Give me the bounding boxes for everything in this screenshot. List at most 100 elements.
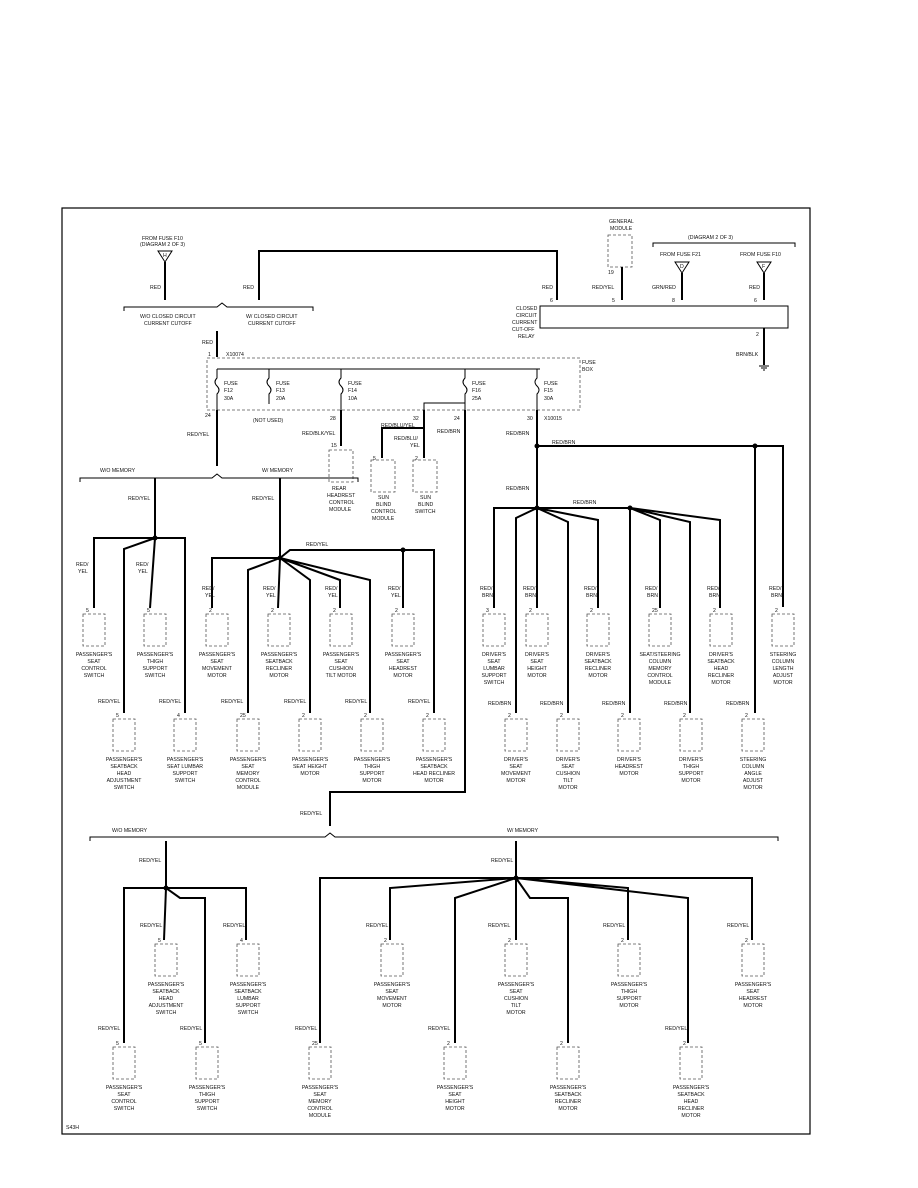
wire-r2-10: RED/BRN xyxy=(664,701,688,707)
row1-component-label-line: PASSENGER'S xyxy=(76,652,113,658)
row1-component-label-line: THIGH xyxy=(147,659,163,665)
brace-wo-ccco xyxy=(123,302,314,311)
row3-component-pin-3: 2 xyxy=(384,938,387,944)
row3-component-label-line: SWITCH xyxy=(156,1010,177,1016)
fuse-f14-id: F14 xyxy=(348,388,357,394)
rear-headrest-control-module: 15 REAR HEADREST CONTROL MODULE xyxy=(327,443,356,513)
row3-component-box-5 xyxy=(617,943,641,977)
row4-component-label-line: THIGH xyxy=(199,1092,215,1098)
splice-headrest xyxy=(400,547,406,553)
sun-blind-sw-pin: 2 xyxy=(415,456,418,462)
row2-component-pin-7: 2 xyxy=(508,713,511,719)
source-fuse-f10-ref: (DIAGRAM 2 OF 3) xyxy=(140,242,185,248)
row3-component-label-line: PASSENGER'S xyxy=(611,982,648,988)
row3-component-pin-6: 2 xyxy=(745,938,748,944)
fuse-f16-icon xyxy=(462,369,468,410)
wire-w-mem-bottom-label: RED/YEL xyxy=(491,858,513,864)
row1-component-label-line: MOTOR xyxy=(588,673,607,679)
wire-r4-2: RED/YEL xyxy=(180,1026,202,1032)
row4-component-label-line: MOTOR xyxy=(558,1106,577,1112)
row4-component-label-line: PASSENGER'S xyxy=(106,1085,143,1091)
wire-r2-1: RED/YEL xyxy=(98,699,120,705)
row3-component-label-line: MOTOR xyxy=(382,1003,401,1009)
row4-component-label-line: SEAT xyxy=(448,1092,462,1098)
row2-component-box-1 xyxy=(112,718,136,752)
row1-component-label-line: SEAT xyxy=(210,659,224,665)
relay-pin-2: 5 xyxy=(612,298,615,304)
row2-component-pin-6: 2 xyxy=(426,713,429,719)
branch-wo-memory-bottom: W/O MEMORY xyxy=(112,828,148,834)
row3-component-label-line: SEAT xyxy=(746,989,760,995)
row1-component-pin-8: 2 xyxy=(529,608,532,614)
wire-ry-1a: RED/ xyxy=(76,562,89,568)
fuse-not-used: (NOT USED) xyxy=(253,418,283,424)
sun-blind-sw-box xyxy=(412,459,438,493)
row1-component-pin-1: 5 xyxy=(86,608,89,614)
row1-component-pin-11: 2 xyxy=(713,608,716,614)
row1-component-label-line: COLUMN xyxy=(649,659,672,665)
fuse-f13-name: FUSE xyxy=(276,381,290,387)
row2-component-label-line: PASSENGER'S xyxy=(167,757,204,763)
row2-component-box-11 xyxy=(741,718,765,752)
closed-circuit-relay: CLOSED CIRCUIT CURRENT CUT-OFF RELAY 2 B… xyxy=(512,305,789,371)
row2-component-label-line: PASSENGER'S xyxy=(416,757,453,763)
row3-component-label-line: MOTOR xyxy=(506,1010,525,1016)
row4-component-box-2 xyxy=(195,1046,219,1080)
brace-diagram-ref xyxy=(652,242,796,247)
row2-component-pin-2: 4 xyxy=(177,713,180,719)
row1-component-label-line: MOTOR xyxy=(207,673,226,679)
wire-wo-mem-top-label: RED/YEL xyxy=(128,496,150,502)
wire-rb-3b: BRN xyxy=(586,593,597,599)
row2-component-pin-8: 2 xyxy=(560,713,563,719)
row4-component-label-line: SEATBACK xyxy=(677,1092,705,1098)
row1-component-label-line: SUPPORT xyxy=(482,673,508,679)
sun-blind-cm-label-1: SUN xyxy=(378,495,389,501)
row1-component-pin-7: 3 xyxy=(486,608,489,614)
row2-component-label-line: PASSENGER'S xyxy=(106,757,143,763)
relay-label-1: CLOSED xyxy=(516,306,538,312)
row4-component-label-line: RECLINER xyxy=(555,1099,581,1105)
row2-component-label-line: ADJUSTMENT xyxy=(107,778,143,784)
row2-component-label-line: DRIVER'S xyxy=(556,757,581,763)
row2-component-label-line: MOTOR xyxy=(558,785,577,791)
sun-blind-sw-label-1: SUN xyxy=(420,495,431,501)
sun-blind-sw-label-3: SWITCH xyxy=(415,509,436,515)
connector-d-label: D xyxy=(680,264,684,270)
row4-component-label-line: SUPPORT xyxy=(195,1099,221,1105)
row2-component-pin-4: 2 xyxy=(302,713,305,719)
relay-pin-3: 8 xyxy=(672,298,675,304)
row3-component-box-3 xyxy=(380,943,404,977)
wire-driver-fan xyxy=(493,507,721,713)
row3-component-label-line: ADJUSTMENT xyxy=(149,1003,185,1009)
row4-component-pin-4: 2 xyxy=(447,1041,450,1047)
fuse-f14-icon xyxy=(338,369,344,410)
row1-component-label-line: ADJUST xyxy=(773,673,794,679)
row2-component-box-6 xyxy=(422,718,446,752)
fuse-f12-name: FUSE xyxy=(224,381,238,387)
wire-rb-1a: RED/ xyxy=(480,586,493,592)
rear-headrest-pin: 15 xyxy=(331,443,337,449)
row3-component-label-line: CUSHION xyxy=(504,996,528,1002)
wire-ry-3a: RED/ xyxy=(202,586,215,592)
sun-blind-cm-box xyxy=(370,459,396,493)
